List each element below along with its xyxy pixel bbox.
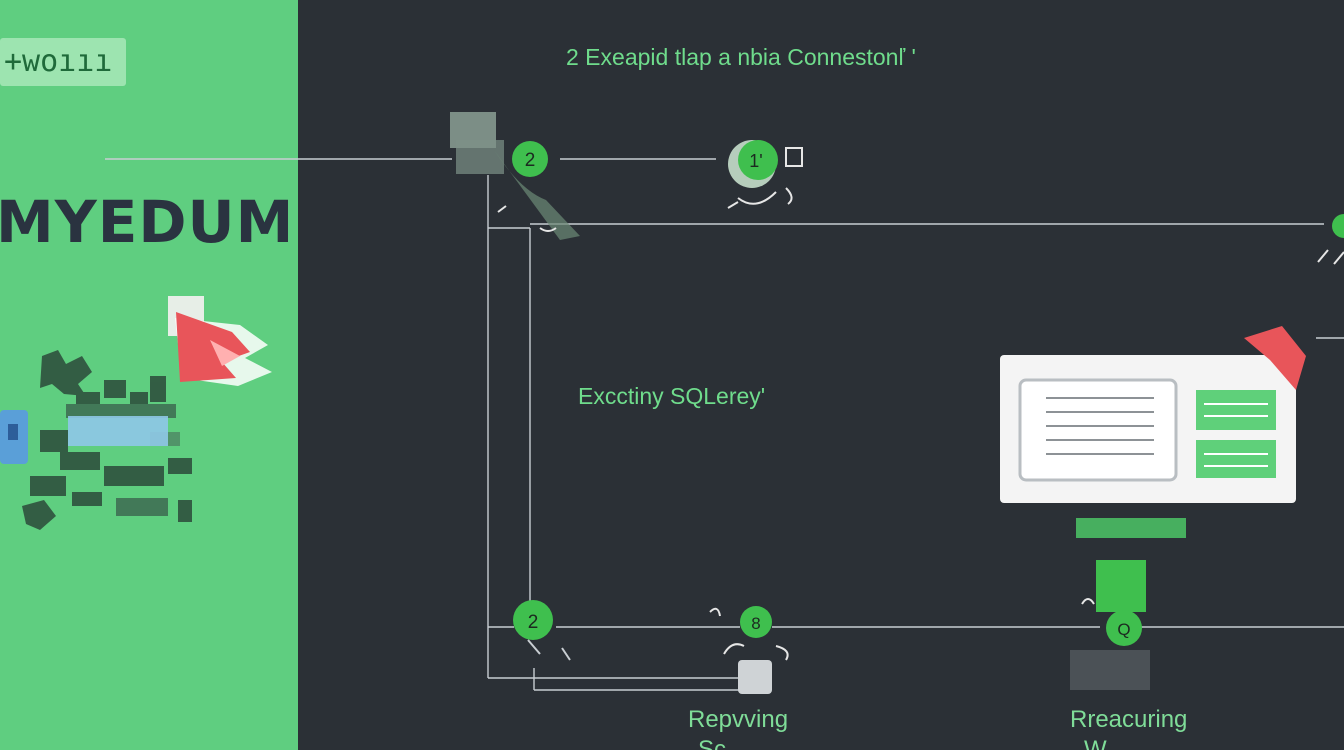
- step-node-edge: [1317, 214, 1344, 265]
- step-node-2[interactable]: 1': [727, 140, 803, 209]
- connector-lines: [105, 158, 1344, 691]
- flag-icon: [168, 296, 272, 386]
- middle-step-label: Excctiny SQLerey': [578, 383, 766, 409]
- blue-screen-graphic: [0, 410, 168, 464]
- monitor-graphic: [1000, 326, 1306, 503]
- step-node-4-number: 8: [751, 614, 760, 633]
- sidebar-panel: +woııı MYEDUM: [0, 0, 298, 750]
- sidebar-illustration: [0, 296, 272, 530]
- step-node-3[interactable]: 2: [513, 600, 571, 661]
- cursor-marks: [497, 205, 557, 232]
- bottom-right-label-line2: W...: [1084, 736, 1126, 750]
- bottom-left-label-line1: Repvving: [688, 706, 789, 733]
- brand-title: MYEDUM: [0, 188, 295, 256]
- step-node-3-number: 2: [528, 612, 539, 633]
- step-node-2-number: 1': [749, 151, 762, 171]
- step-node-5[interactable]: Q: [1070, 518, 1186, 690]
- step-node-4[interactable]: 8: [709, 606, 789, 694]
- diagram-title: 2 Exeapid tlap a nbia Connestonľ ': [566, 44, 916, 70]
- pixel-foliage-graphic: [22, 350, 192, 530]
- bottom-left-label-line2: Sc...: [698, 736, 747, 750]
- bottom-right-label-line1: Rreacuring: [1070, 706, 1188, 733]
- step-node-1[interactable]: 2: [512, 141, 548, 177]
- step-node-5-number: Q: [1117, 620, 1130, 639]
- node-cluster-start: [450, 112, 580, 240]
- logo-badge: +woııı: [0, 38, 126, 86]
- step-node-1-number: 2: [525, 150, 536, 171]
